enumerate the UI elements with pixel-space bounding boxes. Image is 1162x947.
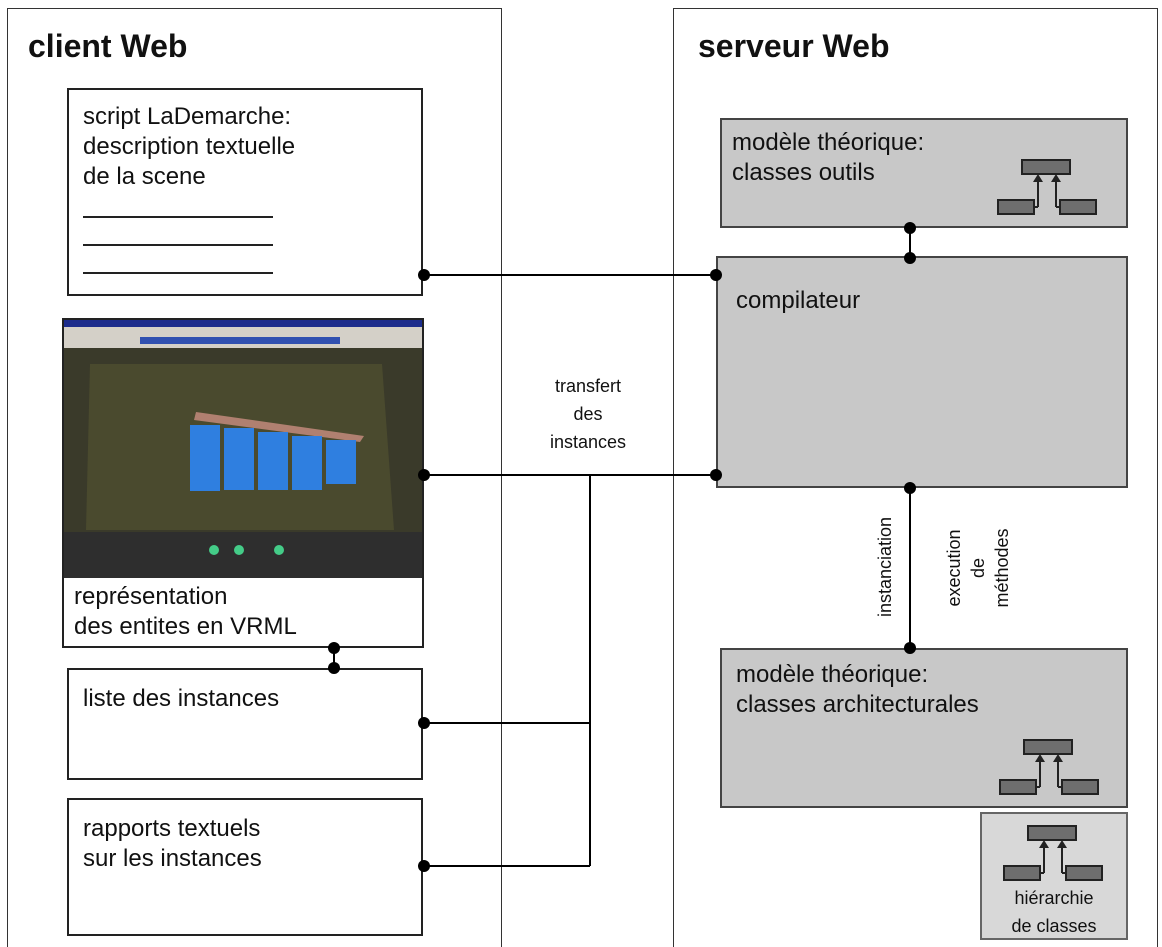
instances-list-text: liste des instances [83,685,280,712]
transfer-label: transfert des instances [549,376,627,452]
vrml-row-5 [326,440,356,484]
vrml-scene-graphic [64,320,422,578]
arch-model-box: modèle théorique: classes architecturale… [720,648,1128,808]
dot [710,469,722,481]
dot [904,252,916,264]
dot [904,482,916,494]
vrml-row-2 [224,428,254,490]
dot [418,269,430,281]
class-hierarchy-icon [999,739,1099,795]
icon-arrow-up [1051,174,1061,182]
script-box: script LaDemarche: description textuelle… [67,88,423,296]
client-web-title: client Web [28,28,188,64]
vrml-row-1 [190,425,220,491]
browser-titlebar [64,320,422,327]
dot [328,662,340,674]
icon-child-class [999,779,1037,795]
vrml-nav-control [209,545,219,555]
class-hierarchy-icon [997,159,1097,215]
compiler-text: compilateur [736,287,861,314]
vrml-nav-control [234,545,244,555]
arch-model-text: modèle théorique: classes architecturale… [736,661,979,718]
dot [328,642,340,654]
vrml-row-4 [292,436,322,490]
script-line-1 [83,216,273,218]
vrml-box: représentation des entites en VRML [62,318,424,648]
icon-arrow-up [1057,840,1067,848]
script-line-2 [83,244,273,246]
icon-child-class [997,199,1035,215]
script-box-text: script LaDemarche: description textuelle… [83,103,296,190]
reports-box: rapports textuels sur les instances [67,798,423,936]
vrml-roof [194,412,364,442]
dot [418,469,430,481]
browser-location-bar [140,337,340,344]
dot [904,642,916,654]
icon-arrow-up [1053,754,1063,762]
icon-child-class [1065,865,1103,881]
tools-model-text: modèle théorique: classes outils [732,129,925,186]
connector-lines [333,228,911,867]
icon-arrow-up [1035,754,1045,762]
server-web-title: serveur Web [698,28,890,64]
dot [710,269,722,281]
vrml-seating-rows [190,425,356,491]
compiler-box: compilateur [716,256,1128,488]
vrml-screenshot [64,320,422,578]
icon-child-class [1061,779,1099,795]
reports-box-text: rapports textuels sur les instances [83,815,262,872]
class-hierarchy-icon [1003,825,1103,881]
vrml-caption: représentation des entites en VRML [74,583,297,640]
icon-parent-class [1027,825,1077,841]
vrml-nav-control [274,545,284,555]
hierarchy-text: hiérarchie de classes [1011,888,1097,936]
script-line-3 [83,272,273,274]
dot [418,860,430,872]
icon-arrow-up [1033,174,1043,182]
dot [904,222,916,234]
icon-child-class [1059,199,1097,215]
vrml-row-3 [258,432,288,490]
instances-list-box: liste des instances [67,668,423,780]
icon-parent-class [1023,739,1073,755]
icon-arrow-up [1039,840,1049,848]
icon-child-class [1003,865,1041,881]
connector-dots [328,222,916,872]
vrml-navigation-bar [64,532,422,578]
icon-parent-class [1021,159,1071,175]
dot [418,717,430,729]
